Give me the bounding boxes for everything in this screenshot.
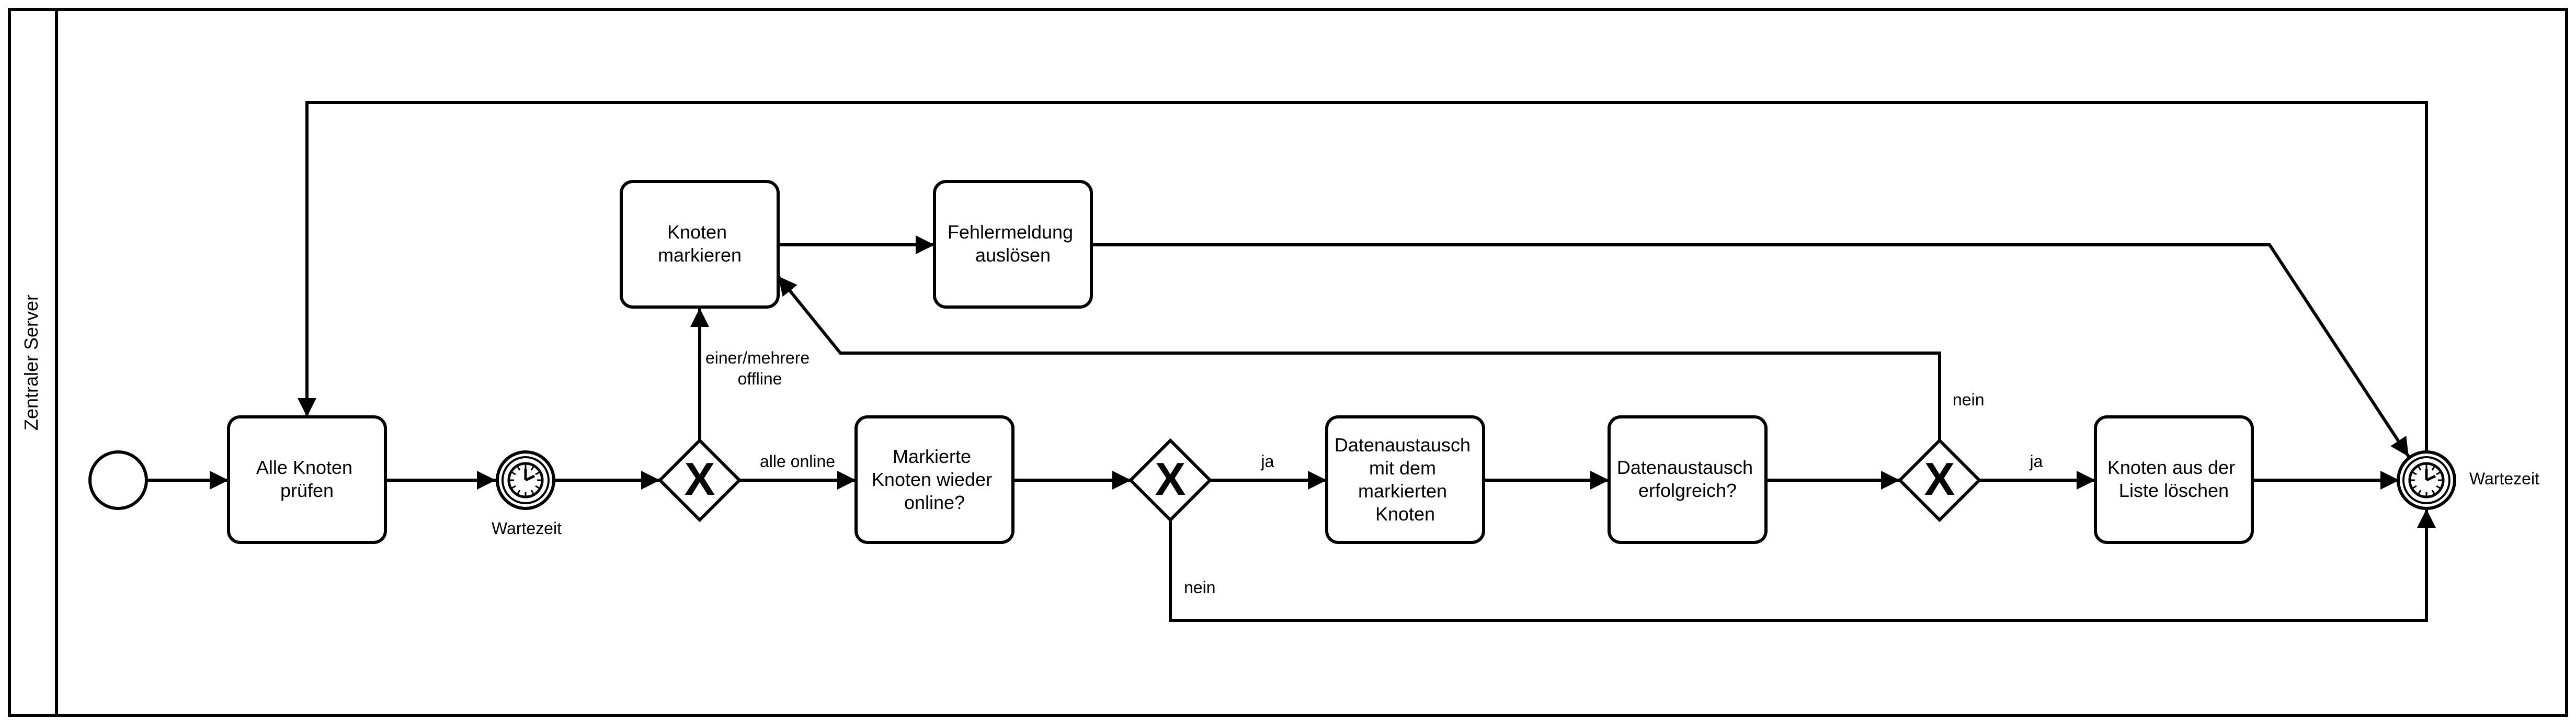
task-datenaustausch-erfolgreich: Datenaustausch erfolgreich? (1608, 415, 1768, 544)
task-line: mit dem (1369, 457, 1436, 479)
flow-gateway3-nein (777, 275, 1941, 440)
svg-text:Fehlermeldung auslösen: Fehlermeldung auslösen (948, 221, 1078, 266)
task-line: Liste löschen (2119, 480, 2229, 501)
edge-label-ja: ja (1261, 452, 1274, 471)
task-line: Knoten aus der (2107, 457, 2235, 478)
edge-label-line: offline (738, 369, 782, 388)
edge-label-ja: ja (2030, 452, 2043, 471)
svg-text:Alle Knoten prüfen: Alle Knoten prüfen (256, 457, 358, 501)
svg-text:Knoten aus der Liste lös: Knoten aus der Liste löschen (2107, 457, 2240, 501)
task-line: auslösen (975, 244, 1051, 266)
timer-event (2397, 450, 2456, 510)
task-line: Datenaustausch (1335, 434, 1471, 456)
svg-text:Datenaustausch mit dem: Datenaustausch mit dem markierten Knoten (1335, 434, 1476, 525)
edge-label-offline: einer/mehrere offline (705, 348, 814, 388)
clock-icon (507, 462, 544, 499)
task-knoten-loeschen: Knoten aus der Liste löschen (2094, 415, 2254, 544)
task-line: Fehlermeldung (948, 221, 1073, 243)
task-alle-knoten-pruefen: Alle Knoten prüfen (227, 415, 387, 544)
exclusive-gateway: X (657, 438, 742, 523)
task-line: Markierte (893, 446, 971, 467)
task-line: markierten (1358, 480, 1447, 502)
gateway-x-icon: X (685, 453, 715, 505)
task-line: Knoten (667, 221, 727, 243)
start-event (88, 450, 148, 510)
timer-label: Wartezeit (2469, 469, 2539, 488)
task-line: Knoten (1375, 503, 1435, 525)
task-fehlermeldung-ausloesen: Fehlermeldung auslösen (933, 180, 1093, 309)
pool-border (8, 8, 2568, 717)
edge-label-alle-online: alle online (760, 452, 835, 471)
flow-gateway2-nein (1169, 509, 2436, 622)
task-line: Datenaustausch (1617, 457, 1753, 478)
flow-fehlermeldung-to-end (1091, 243, 2410, 458)
task-datenaustausch-markierte: Datenaustausch mit dem markierten Knoten (1325, 415, 1485, 544)
task-line: Alle Knoten (256, 457, 352, 478)
edge-label-nein: nein (1184, 578, 1216, 597)
flow-loop-back-to-pruefen (298, 101, 2428, 451)
gateway-x-icon: X (1924, 453, 1955, 505)
task-knoten-markieren: Knoten markieren (620, 180, 780, 309)
edge-label-line: einer/mehrere (705, 348, 810, 367)
svg-text:Markierte Knoten wieder: Markierte Knoten wieder online? (872, 446, 997, 513)
task-line: erfolgreich? (1638, 480, 1737, 501)
timer-label: Wartezeit (492, 519, 562, 538)
task-line: Knoten wieder (872, 469, 992, 490)
task-line: markieren (658, 244, 742, 266)
timer-event (496, 450, 555, 510)
gateway-x-icon: X (1155, 453, 1186, 505)
task-markierte-knoten-online: Markierte Knoten wieder online? (854, 415, 1015, 544)
pool-label: Zentraler Server (20, 294, 42, 431)
svg-text:Knoten markieren: Knoten markieren (658, 221, 742, 266)
exclusive-gateway: X (1897, 438, 1982, 523)
clock-icon (2408, 462, 2445, 499)
task-line: prüfen (280, 480, 334, 501)
svg-text:Datenaustausch erfolgrei: Datenaustausch erfolgreich? (1617, 457, 1758, 501)
sequence-flows (147, 101, 2436, 622)
edge-label-nein: nein (1953, 390, 1985, 409)
task-line: online? (904, 492, 965, 513)
exclusive-gateway: X (1128, 438, 1213, 523)
